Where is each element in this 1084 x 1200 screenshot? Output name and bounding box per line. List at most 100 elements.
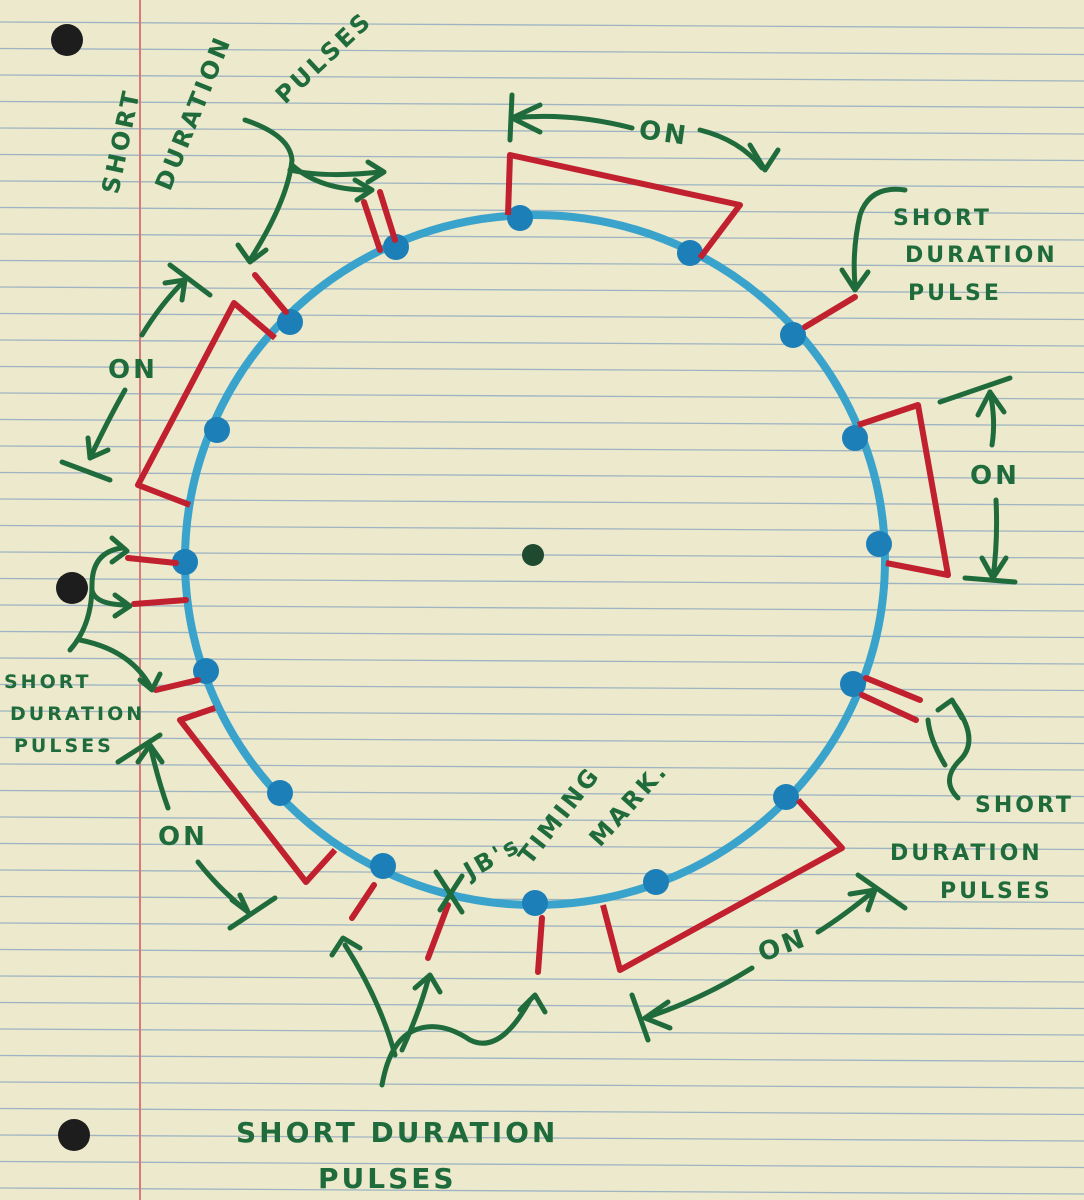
sd-label-top-left: SHORT DURATION PULSES	[96, 6, 377, 196]
tooth-dot	[773, 784, 799, 810]
on-arrow-br-right	[815, 887, 878, 935]
ruled-line	[0, 47, 1084, 56]
timing-mark-x	[433, 869, 465, 915]
sd-label-right-bottom: SHORT DURATION PULSES	[890, 793, 1071, 904]
sd-text: DURATION	[10, 703, 145, 725]
binder-hole-middle	[56, 572, 88, 604]
timing-mark-label: JB's TIMING MARK.	[457, 756, 674, 886]
ruled-line	[0, 1054, 1084, 1063]
short-pulse	[349, 882, 377, 921]
ruled-line	[0, 763, 1084, 771]
tooth-dot	[677, 240, 703, 266]
ruled-line	[0, 21, 1084, 29]
ruled-line	[0, 339, 1084, 347]
sd-text: SHORT	[893, 206, 992, 231]
ruled-line	[0, 1134, 1084, 1142]
sd-text: SHORT DURATION	[236, 1116, 558, 1149]
tooth-dot	[370, 853, 396, 879]
short-pulse	[377, 189, 398, 243]
sd-text: DURATION	[890, 841, 1043, 866]
on-arrow-right-down	[990, 497, 1000, 581]
tooth-dot	[840, 671, 866, 697]
ruled-line	[0, 206, 1084, 215]
ruled-line	[0, 710, 1084, 718]
short-pulse	[802, 294, 858, 330]
on-label-left: ON	[108, 355, 158, 385]
tooth-dot	[204, 417, 230, 443]
short-pulse	[131, 597, 189, 607]
on-label-top: ON	[637, 115, 691, 152]
ruled-line	[0, 153, 1084, 162]
on-label-right: ON	[970, 461, 1020, 491]
ruled-line	[0, 816, 1084, 824]
ruled-line	[0, 418, 1084, 427]
short-pulse	[252, 272, 289, 315]
tooth-dot	[866, 531, 892, 557]
tooth-dot	[507, 205, 533, 231]
short-pulse	[425, 902, 451, 961]
short-pulse	[863, 675, 923, 703]
timing-text: TIMING	[513, 761, 606, 870]
on-arrow-top-right	[697, 127, 765, 171]
sd-label-right-top: SHORT DURATION PULSE	[893, 206, 1058, 306]
ruled-line	[0, 180, 1084, 188]
ruled-line	[0, 365, 1084, 374]
on-arrow-left-down	[87, 387, 128, 461]
ruled-line	[0, 445, 1084, 453]
tooth-dot	[383, 234, 409, 260]
on-label-bottom-right: ON	[754, 923, 811, 968]
ruled-line	[0, 604, 1084, 612]
ruled-line	[0, 233, 1084, 241]
sd-text: PULSES	[318, 1162, 457, 1195]
sd-label-left: SHORT DURATION PULSES	[4, 671, 145, 757]
ruled-line	[0, 630, 1084, 639]
sd-text: PULSES	[14, 735, 114, 757]
tooth-dot	[842, 425, 868, 451]
on-pulse-left	[135, 300, 277, 508]
binder-hole-top	[51, 24, 83, 56]
ruled-line	[0, 1187, 1084, 1195]
ruled-line	[0, 789, 1084, 798]
on-arrow-br-left	[642, 965, 755, 1021]
sd-text: PULSE	[908, 281, 1002, 306]
tooth-dot	[172, 549, 198, 575]
ruled-line	[0, 498, 1084, 506]
sd-text: PULSES	[940, 879, 1053, 904]
short-pulse	[125, 555, 179, 566]
ruled-line	[0, 312, 1084, 321]
ruled-line	[0, 524, 1084, 533]
ruled-line	[0, 1160, 1084, 1169]
tooth-dot	[522, 890, 548, 916]
ruled-line	[0, 1081, 1084, 1089]
sd-label-bottom: SHORT DURATION PULSES	[236, 1116, 558, 1195]
on-pulse-top	[505, 152, 743, 260]
ruled-lines	[0, 21, 1084, 1195]
timing-text: JB's	[457, 831, 525, 887]
sd-text: DURATION	[150, 31, 238, 194]
tooth-dot	[267, 780, 293, 806]
on-arrow-left-up	[139, 277, 188, 338]
sd-text: DURATION	[905, 243, 1058, 268]
ruled-line	[0, 736, 1084, 745]
on-pulse-bottom-left	[177, 705, 338, 885]
ruled-line	[0, 259, 1084, 268]
ruled-line	[0, 1028, 1084, 1036]
sd-text: SHORT	[4, 671, 91, 693]
tooth-dot	[277, 309, 303, 335]
short-pulse	[361, 199, 383, 253]
ruled-line	[0, 74, 1084, 82]
binder-hole-bottom	[58, 1119, 90, 1151]
ruled-line	[0, 577, 1084, 586]
ruled-line	[0, 392, 1084, 400]
ruled-line	[0, 842, 1084, 851]
wheel-center-dot	[522, 544, 544, 566]
short-pulse	[153, 677, 201, 693]
short-pulse	[535, 915, 545, 975]
tooth-dot	[643, 869, 669, 895]
on-pulse-bottom-right	[600, 797, 845, 973]
ruled-line	[0, 1107, 1084, 1116]
sd-text: PULSES	[270, 6, 378, 109]
on-label-bottom-left: ON	[158, 822, 208, 852]
